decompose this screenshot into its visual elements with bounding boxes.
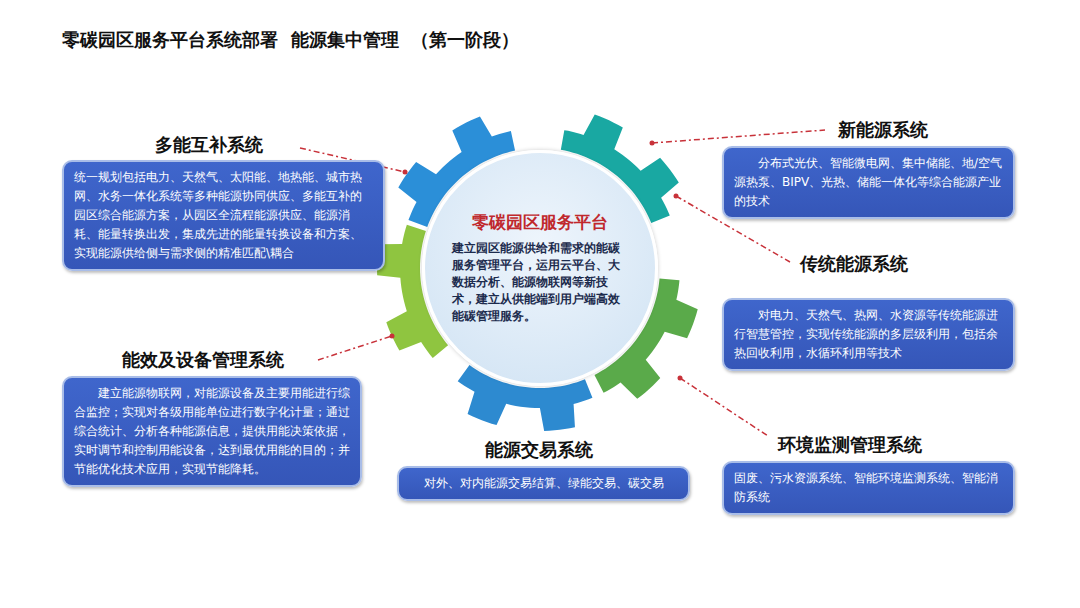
system-description: 分布式光伏、智能微电网、集中储能、地/空气源热泵、BIPV、光热、储能一体化等综… [734,154,1003,211]
system-heading: 环境监测管理系统 [722,433,1015,457]
system-group: 传统能源系统对电力、天然气、热网、水资源等传统能源进行智慧管控，实现传统能源的多… [722,252,1015,371]
leader-dot [403,170,408,175]
system-description: 对电力、天然气、热网、水资源等传统能源进行智慧管控，实现传统能源的多层级利用，包… [734,306,1003,363]
platform-circle: 零碳园区服务平台建立园区能源供给和需求的能碳服务管理平台，运用云平台、大数据分析… [422,150,658,386]
system-group: 能效及设备管理系统建立能源物联网，对能源设备及主要用能进行综合监控；实现对各级用… [62,348,362,487]
system-description: 建立能源物联网，对能源设备及主要用能进行综合监控；实现对各级用能单位进行数字化计… [74,384,350,479]
page-title: 零碳园区服务平台系统部署 能源集中管理 （第一阶段） [62,28,519,52]
system-box: 统一规划包括电力、天然气、太阳能、地热能、城市热网、水务一体化系统等多种能源协同… [62,160,385,271]
leader-line [318,336,392,360]
leader-dot [390,334,395,339]
system-box: 固废、污水资源系统、智能环境监测系统、智能消防系统 [722,461,1015,515]
system-description: 统一规划包括电力、天然气、太阳能、地热能、城市热网、水务一体化系统等多种能源协同… [74,168,373,263]
system-box: 对电力、天然气、热网、水资源等传统能源进行智慧管控，实现传统能源的多层级利用，包… [722,298,1015,371]
system-description: 对外、对内能源交易结算、绿能交易、碳交易 [409,474,678,493]
leader-line [680,378,768,436]
platform-description: 建立园区能源供给和需求的能碳服务管理平台，运用云平台、大数据分析、能源物联网等新… [452,240,628,325]
system-group: 新能源系统分布式光伏、智能微电网、集中储能、地/空气源热泵、BIPV、光热、储能… [722,118,1015,219]
system-group: 多能互补系统统一规划包括电力、天然气、太阳能、地热能、城市热网、水务一体化系统等… [62,133,385,271]
leader-dot [674,194,679,199]
system-group: 能源交易系统对外、对内能源交易结算、绿能交易、碳交易 [397,438,690,501]
leader-dot [678,376,683,381]
platform-title: 零碳园区服务平台 [472,211,608,234]
system-description: 固废、污水资源系统、智能环境监测系统、智能消防系统 [734,469,1003,507]
system-heading: 多能互补系统 [62,133,385,157]
system-heading: 能源交易系统 [397,438,690,462]
system-heading: 新能源系统 [722,118,1015,142]
system-heading: 传统能源系统 [722,252,1015,276]
leader-dot [650,141,655,146]
leader-line [652,130,825,143]
system-heading: 能效及设备管理系统 [62,348,362,372]
system-box: 建立能源物联网，对能源设备及主要用能进行综合监控；实现对各级用能单位进行数字化计… [62,376,362,487]
system-group: 环境监测管理系统固废、污水资源系统、智能环境监测系统、智能消防系统 [722,433,1015,515]
system-box: 对外、对内能源交易结算、绿能交易、碳交易 [397,466,690,501]
system-box: 分布式光伏、智能微电网、集中储能、地/空气源热泵、BIPV、光热、储能一体化等综… [722,146,1015,219]
